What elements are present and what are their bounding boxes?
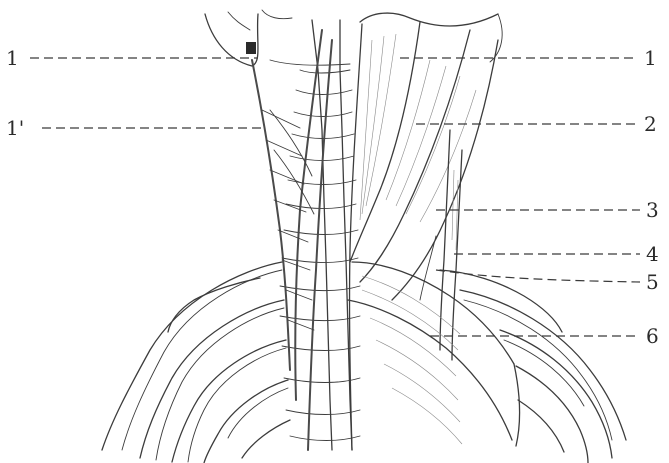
cervical-spine (280, 20, 360, 450)
label-left-1-prime: 1' (6, 116, 24, 140)
label-right-6: 6 (646, 324, 659, 348)
right-ribs (440, 270, 626, 463)
label-left-1: 1 (6, 46, 19, 70)
right-muscles (348, 22, 520, 450)
label-right-4: 4 (646, 242, 659, 266)
callout-labels: 1 1' 1 2 3 4 5 6 (6, 46, 659, 348)
label-right-3: 3 (646, 198, 659, 222)
label-right-2: 2 (644, 112, 657, 136)
left-ribs (102, 262, 290, 463)
leader-r5 (436, 270, 640, 282)
mastoid-marker (246, 42, 256, 54)
label-right-1: 1 (644, 46, 657, 70)
label-right-5: 5 (646, 270, 659, 294)
leader-lines (30, 58, 640, 336)
